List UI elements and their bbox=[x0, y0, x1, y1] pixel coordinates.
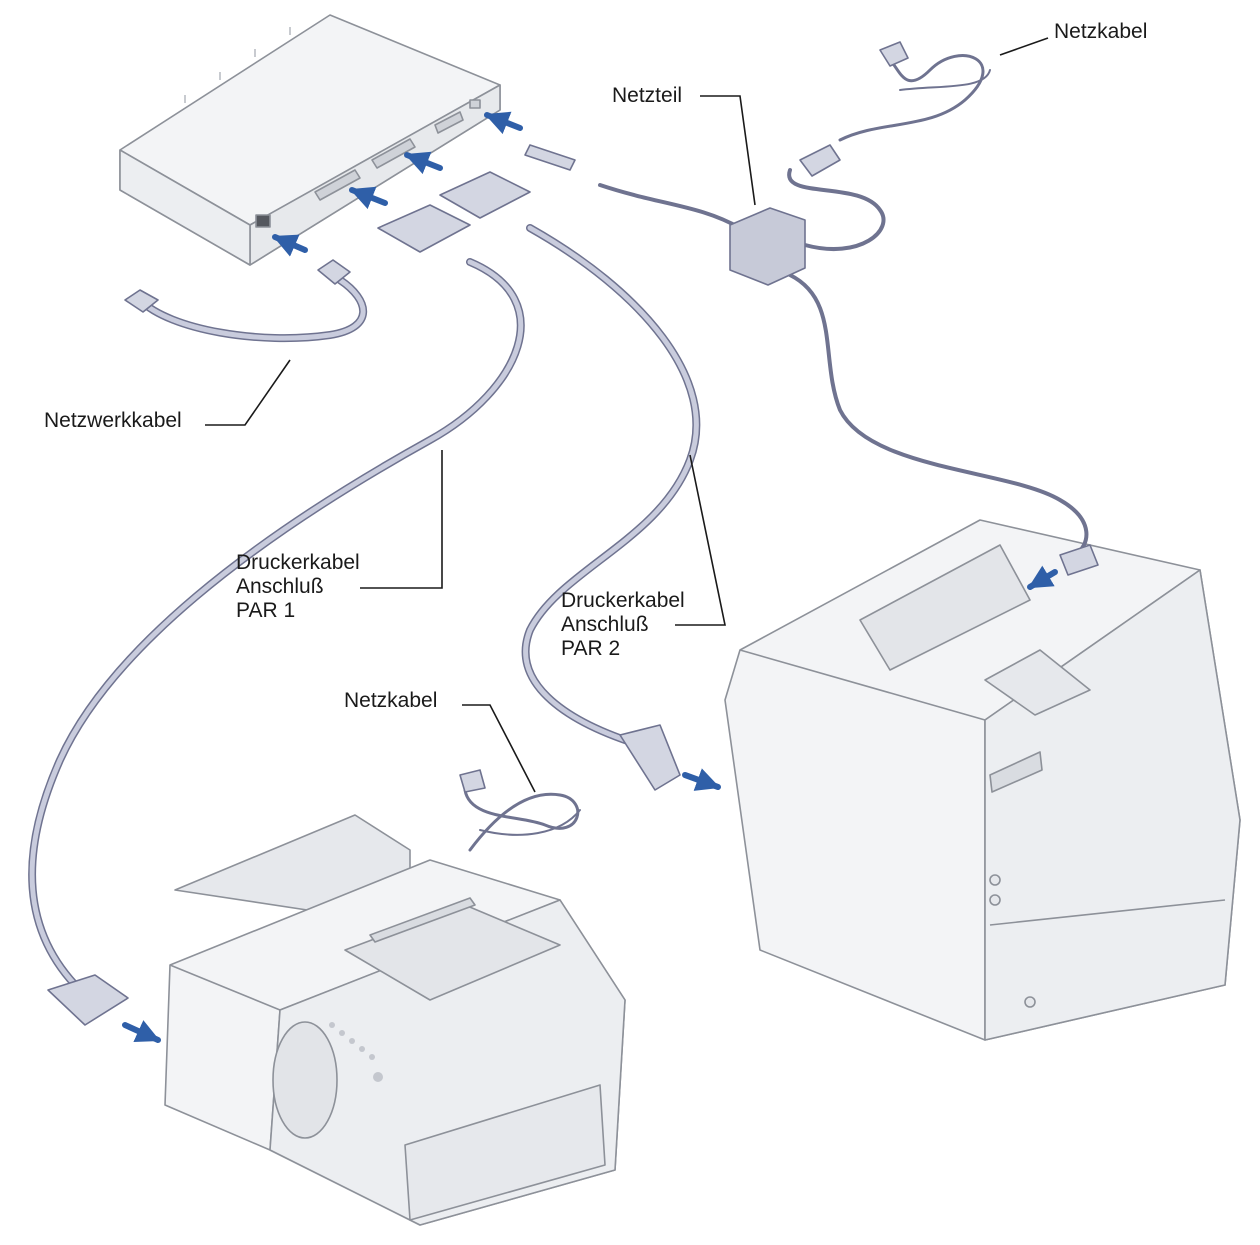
label-par2-line2: Anschluß bbox=[561, 613, 649, 636]
label-netzwerkkabel: Netzwerkkabel bbox=[44, 409, 182, 432]
label-par1: Druckerkabel Anschluß PAR 1 bbox=[236, 551, 360, 623]
arrow-par2-port bbox=[404, 151, 443, 175]
label-par2-line3: PAR 2 bbox=[561, 637, 621, 660]
power-adapter-brick bbox=[729, 207, 806, 286]
leader-par2 bbox=[675, 454, 726, 626]
print-server-box bbox=[119, 14, 501, 266]
db25-plug-par2 bbox=[439, 171, 531, 219]
printer-right bbox=[724, 519, 1241, 1041]
db25-plug-par1 bbox=[377, 204, 471, 253]
centronics-plug-par2 bbox=[619, 724, 681, 791]
leader-netzteil bbox=[700, 95, 756, 206]
label-par1-line1: Druckerkabel bbox=[236, 551, 360, 574]
network-cable bbox=[136, 276, 368, 343]
iec-plug-top bbox=[799, 144, 841, 177]
label-par1-line3: PAR 1 bbox=[236, 599, 296, 622]
label-netzteil: Netzteil bbox=[612, 84, 683, 107]
mains-plug-bottom bbox=[459, 769, 486, 793]
dc-plug bbox=[524, 144, 576, 171]
leader-par1 bbox=[360, 450, 443, 589]
leader-netzkabel-bottom bbox=[462, 704, 536, 793]
arrow-printer-right-power bbox=[1027, 565, 1058, 590]
leader-netzwerkkabel bbox=[205, 359, 291, 426]
leader-netzkabel-top bbox=[999, 37, 1049, 56]
label-par2: Druckerkabel Anschluß PAR 2 bbox=[561, 589, 685, 661]
arrow-printer-right bbox=[682, 768, 721, 791]
arrow-par1-port bbox=[349, 186, 388, 210]
label-par1-line2: Anschluß bbox=[236, 575, 324, 598]
iec-plug-printer bbox=[1059, 544, 1099, 576]
label-netzkabel-bottom: Netzkabel bbox=[344, 689, 438, 712]
centronics-plug-par1 bbox=[47, 974, 129, 1026]
mains-cable-top bbox=[838, 54, 991, 142]
rj45-plug-right bbox=[317, 259, 351, 285]
label-par2-line1: Druckerkabel bbox=[561, 589, 685, 612]
rj45-plug-left bbox=[124, 289, 159, 313]
arrow-power-port bbox=[484, 111, 523, 135]
printer-cable-par2 bbox=[521, 224, 701, 749]
printer-cable-par1 bbox=[28, 258, 525, 994]
label-netzkabel-top: Netzkabel bbox=[1054, 20, 1148, 43]
mains-plug-top bbox=[879, 41, 909, 67]
power-adapter-cable bbox=[598, 168, 1089, 557]
arrow-printer-left bbox=[122, 1020, 161, 1043]
printer-left bbox=[164, 814, 626, 1226]
arrow-network-port bbox=[272, 234, 308, 257]
mains-cable-bottom bbox=[463, 788, 581, 852]
